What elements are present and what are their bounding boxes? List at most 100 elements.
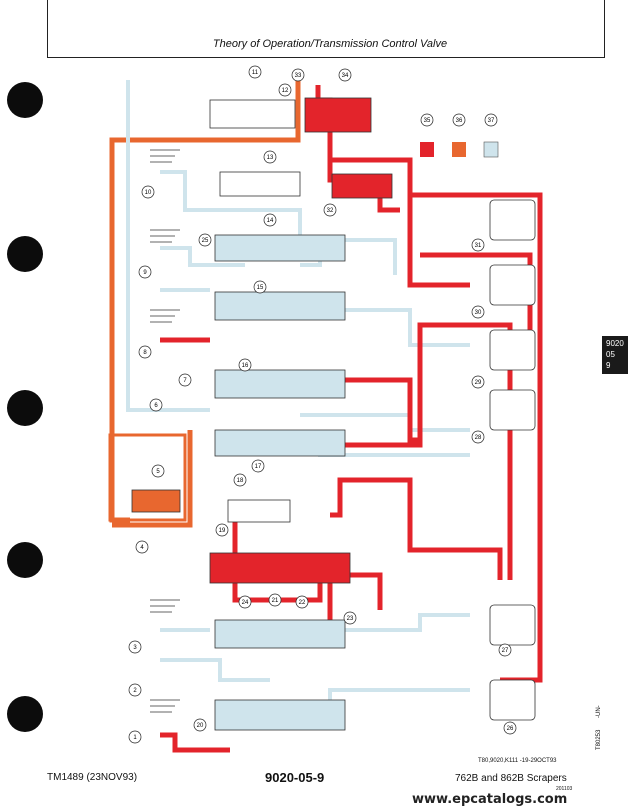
callout-number: 7 — [183, 378, 187, 384]
callout-number: 32 — [327, 208, 334, 214]
callout-number: 33 — [295, 73, 302, 79]
callout-31: 31 — [471, 238, 485, 252]
callout-number: 34 — [342, 73, 349, 79]
callout-number: 12 — [282, 88, 289, 94]
callout-number: 28 — [475, 435, 482, 441]
manual-id: TM1489 (23NOV93) — [47, 772, 138, 783]
return-line — [300, 308, 470, 347]
pressure-line — [232, 515, 383, 610]
page-number: 9020-05-9 — [265, 770, 325, 785]
valve-body — [219, 171, 301, 197]
valve-body — [209, 552, 351, 584]
callout-number: 5 — [156, 469, 160, 475]
callout-28: 28 — [471, 430, 485, 444]
pressure-line — [330, 477, 503, 580]
valve-body — [214, 291, 346, 321]
clutch-pack — [489, 604, 536, 646]
callout-5: 5 — [151, 464, 165, 478]
callout-number: 11 — [252, 70, 259, 76]
binder-hole — [7, 696, 43, 732]
callout-number: 10 — [145, 190, 152, 196]
callout-number: 29 — [475, 380, 482, 386]
valve-body — [214, 619, 346, 649]
callout-9: 9 — [138, 265, 152, 279]
valve-body — [214, 234, 346, 262]
callout-6: 6 — [149, 398, 163, 412]
callout-26: 26 — [503, 721, 517, 735]
reservoir-symbol — [150, 229, 180, 243]
callout-10: 10 — [141, 185, 155, 199]
callout-34: 34 — [338, 68, 352, 82]
callout-21: 21 — [268, 593, 282, 607]
reservoirs — [150, 149, 180, 713]
tab-line-1: 9020 — [606, 339, 624, 348]
callout-number: 13 — [267, 155, 274, 161]
callout-number: 35 — [424, 118, 431, 124]
callout-23: 23 — [343, 611, 357, 625]
callout-number: 9 — [143, 270, 147, 276]
tab-line-3: 9 — [606, 361, 611, 370]
callout-number: 3 — [133, 645, 137, 651]
callout-number: 31 — [475, 243, 482, 249]
callout-30: 30 — [471, 305, 485, 319]
legend-number: 37 — [484, 113, 498, 127]
pilot-line — [112, 430, 193, 528]
callout-number: 18 — [237, 478, 244, 484]
callout-number: 21 — [272, 598, 279, 604]
return-line — [126, 80, 210, 412]
callout-1: 1 — [128, 730, 142, 744]
pressure-line — [160, 732, 230, 753]
binder-hole — [7, 82, 43, 118]
valve-body — [227, 499, 291, 523]
callout-number: 36 — [456, 118, 463, 124]
return-line — [160, 170, 302, 242]
binder-hole — [7, 390, 43, 426]
return-line — [300, 413, 470, 432]
reservoir-symbol — [150, 699, 180, 713]
clutch-pack — [489, 199, 536, 241]
return-line — [160, 246, 245, 267]
legend — [420, 141, 499, 158]
callout-number: 14 — [267, 218, 274, 224]
clutch-pack — [489, 329, 536, 371]
watermark-link[interactable]: www.epcatalogs.com — [412, 792, 568, 807]
callout-number: 6 — [154, 403, 158, 409]
header-frame — [47, 0, 605, 58]
legend-number: 35 — [420, 113, 434, 127]
valve-body — [214, 429, 346, 457]
callout-19: 19 — [215, 523, 229, 537]
callout-number: 24 — [242, 600, 249, 606]
callout-number: 23 — [347, 616, 354, 622]
callout-4: 4 — [135, 540, 149, 554]
reservoir-symbol — [150, 309, 180, 323]
figure-side-code: -UN- — [596, 705, 602, 718]
valve-body — [214, 699, 346, 731]
callout-number: 37 — [488, 118, 495, 124]
legend-swatch-pressure — [420, 142, 434, 157]
callout-18: 18 — [233, 473, 247, 487]
pilot-valve-housing — [108, 433, 187, 522]
callout-32: 32 — [323, 203, 337, 217]
clutch-pack — [489, 679, 536, 721]
callout-20: 20 — [193, 718, 207, 732]
valve-body — [209, 99, 296, 129]
callout-11: 11 — [248, 65, 262, 79]
valve-body — [331, 173, 393, 199]
clutch-pack — [489, 389, 536, 431]
callout-25: 25 — [198, 233, 212, 247]
callout-8: 8 — [138, 345, 152, 359]
callout-17: 17 — [251, 459, 265, 473]
callout-14: 14 — [263, 213, 277, 227]
valve-body — [214, 369, 346, 399]
model-name: 762B and 862B Scrapers — [455, 773, 567, 784]
binder-hole — [7, 542, 43, 578]
callout-2: 2 — [128, 683, 142, 697]
callout-number: 15 — [257, 285, 264, 291]
valve-body — [131, 489, 181, 513]
legend-swatch-return — [483, 141, 499, 158]
callout-29: 29 — [471, 375, 485, 389]
valve-body — [304, 97, 372, 133]
callout-number: 20 — [197, 723, 204, 729]
